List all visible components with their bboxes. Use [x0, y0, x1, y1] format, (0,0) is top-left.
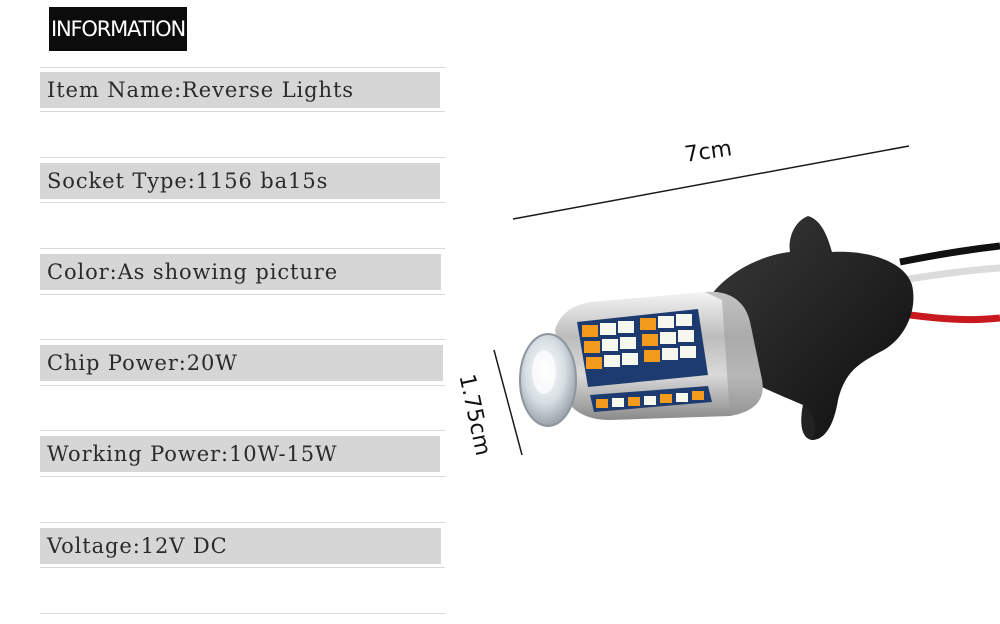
divider-line	[40, 202, 445, 203]
side-leds	[590, 386, 712, 412]
divider-line	[40, 294, 445, 295]
divider-line	[40, 67, 445, 68]
divider-line	[40, 385, 445, 386]
spec-item-name: Item Name:Reverse Lights	[40, 72, 440, 108]
divider-line	[40, 111, 445, 112]
divider-line	[40, 248, 445, 249]
spec-voltage: Voltage:12V DC	[40, 528, 441, 564]
led-panel	[577, 309, 708, 387]
information-badge: INFORMATION	[49, 7, 187, 51]
divider-line	[40, 157, 445, 158]
divider-line	[40, 522, 445, 523]
length-dimension-line	[512, 145, 910, 220]
divider-line	[40, 476, 445, 477]
divider-line	[40, 613, 445, 614]
spec-socket-type: Socket Type:1156 ba15s	[40, 163, 440, 199]
divider-line	[40, 567, 445, 568]
spec-chip-power: Chip Power:20W	[40, 345, 443, 381]
divider-line	[40, 430, 445, 431]
divider-line	[40, 339, 445, 340]
spec-working-power: Working Power:10W-15W	[40, 436, 440, 472]
diameter-dimension-line	[493, 349, 523, 456]
spec-color: Color:As showing picture	[40, 254, 441, 290]
